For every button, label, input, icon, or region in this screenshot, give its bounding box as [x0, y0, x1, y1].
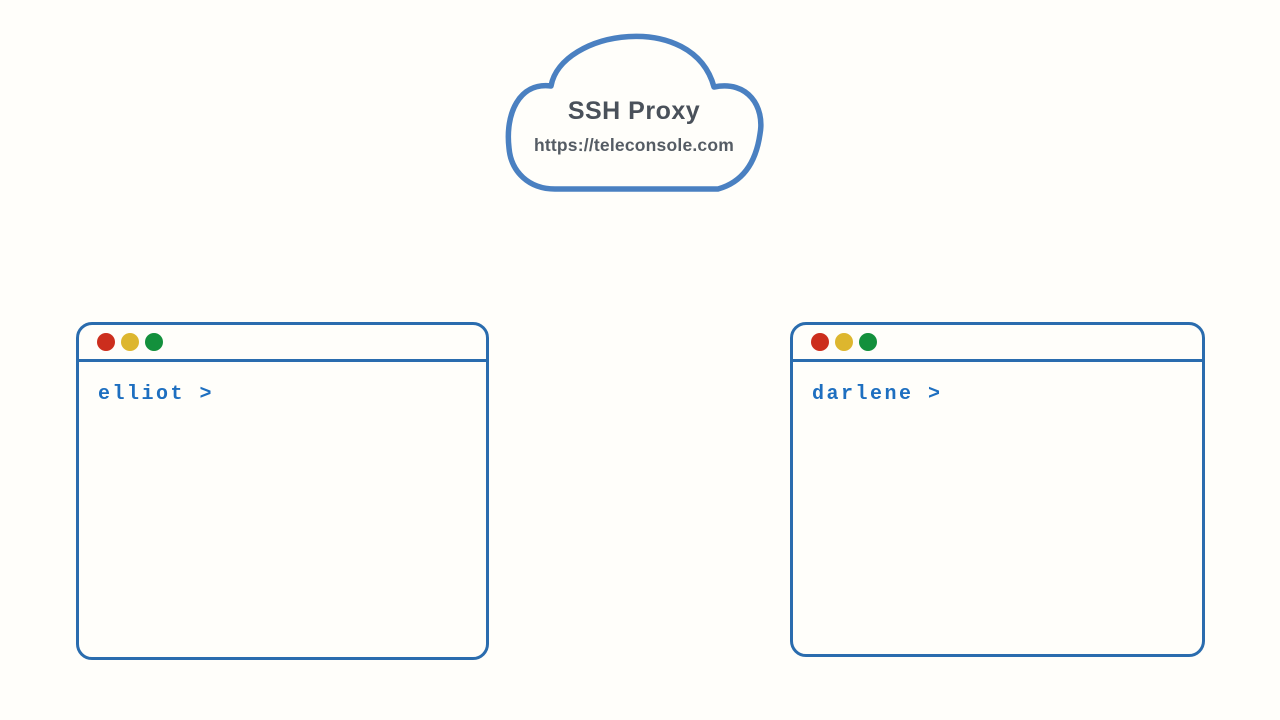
terminal-window-darlene: darlene > — [790, 322, 1205, 657]
close-button-icon — [97, 333, 115, 351]
terminal-titlebar — [793, 325, 1202, 362]
terminal-prompt-darlene: darlene > — [812, 383, 943, 406]
cloud-title: SSH Proxy — [567, 97, 701, 125]
cloud-labels: SSH Proxy https://teleconsole.com — [503, 32, 765, 194]
close-button-icon — [811, 333, 829, 351]
maximize-button-icon — [145, 333, 163, 351]
maximize-button-icon — [859, 333, 877, 351]
terminal-titlebar — [79, 325, 486, 362]
cloud-url: https://teleconsole.com — [533, 135, 735, 155]
terminal-body: elliot > — [79, 362, 486, 427]
ssh-proxy-cloud: SSH Proxy https://teleconsole.com — [503, 32, 765, 194]
minimize-button-icon — [835, 333, 853, 351]
terminal-window-elliot: elliot > — [76, 322, 489, 660]
cloud-icon — [505, 33, 764, 192]
minimize-button-icon — [121, 333, 139, 351]
terminal-body: darlene > — [793, 362, 1202, 427]
terminal-prompt-elliot: elliot > — [98, 383, 215, 406]
